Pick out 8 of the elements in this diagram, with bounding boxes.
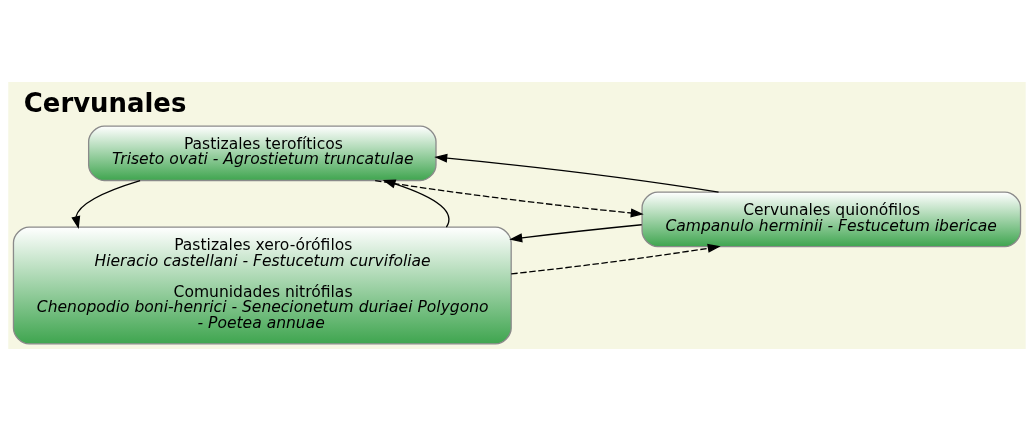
node-box: Pastizales xero-órófilos Hieracio castellani - Festucetum curvifoliae Comunidades nitrófilas Chenopodio boni-henrici - Senecionetum duriaei Polygono - Poetea annuae (12, 226, 512, 344)
diagram-title: Cervunales (23, 87, 187, 118)
arrow (509, 223, 643, 242)
node-box: Pastizales terofíticos Triseto ovati - Agrostietum truncatulae (87, 124, 437, 181)
arrow (434, 153, 720, 193)
node-box: Cervunales quionófilos Campanulo herminii - Festucetum ibericae (641, 191, 1022, 247)
arrow (71, 179, 141, 229)
arrow (510, 243, 721, 275)
